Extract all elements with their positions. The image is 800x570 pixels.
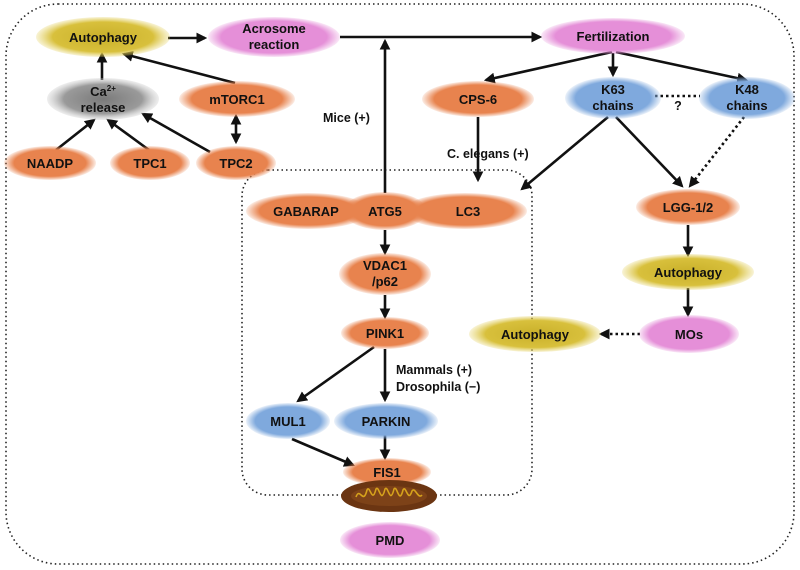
naadp-node	[4, 146, 96, 180]
k63-label-line1: K63	[601, 82, 625, 97]
mos-label: MOs	[675, 327, 703, 342]
vdac1-label-line1: VDAC1	[363, 258, 407, 273]
cps6-node	[422, 81, 534, 117]
mos-node	[639, 315, 739, 353]
lgg12-label: LGG-1/2	[663, 200, 714, 215]
vdac1-p62-node	[339, 253, 431, 295]
parkin-label: PARKIN	[362, 414, 411, 429]
autophagy-node-left	[469, 316, 601, 352]
lgg12-node	[636, 189, 740, 225]
atg5-node	[343, 192, 427, 230]
mammals-annotation: Mammals (+)	[396, 363, 472, 377]
gabarap-node	[246, 193, 370, 229]
ca-release-node	[47, 78, 159, 120]
mice-annotation: Mice (+)	[323, 111, 370, 125]
parkin-node	[334, 403, 438, 439]
k63-chains-node	[565, 77, 661, 119]
cps6-label: CPS-6	[459, 92, 497, 107]
fertilization-node	[541, 18, 685, 54]
pink1-label: PINK1	[366, 326, 404, 341]
edge-pink1-mul1	[296, 345, 375, 403]
k63-label-line2: chains	[592, 98, 633, 113]
edge-fert-k48	[615, 50, 749, 84]
acrosome-reaction-node	[208, 17, 340, 57]
pmd-node	[340, 522, 440, 558]
gabarap-label: GABARAP	[273, 204, 339, 219]
ca-release-label-line2: release	[81, 100, 126, 115]
question-mark: ?	[674, 99, 682, 113]
lc3-label: LC3	[456, 204, 481, 219]
tpc1-node	[110, 146, 190, 180]
drosophila-annotation: Drosophila (−)	[396, 380, 480, 394]
edge-mtorc1-autophagy	[121, 50, 236, 85]
edge-k63-lgg	[615, 116, 684, 188]
edge-k48-lgg-dotted	[688, 116, 746, 188]
mitochondrion-icon	[341, 480, 437, 512]
pmd-label: PMD	[376, 533, 405, 548]
edge-fert-cps6	[483, 50, 613, 84]
celegans-annotation: C. elegans (+)	[447, 147, 529, 161]
ca-superscript: 2+	[107, 84, 116, 93]
edge-naadp-ca	[55, 118, 96, 152]
mul1-label: MUL1	[270, 414, 305, 429]
lc3-node	[403, 193, 527, 229]
edge-tpc2-ca	[141, 112, 211, 154]
autophagy-label-left: Autophagy	[501, 327, 570, 342]
k48-label-line1: K48	[735, 82, 759, 97]
mtorc1-label: mTORC1	[209, 92, 264, 107]
vdac1-label-line2: /p62	[372, 274, 398, 289]
tpc2-node	[196, 146, 276, 180]
ca-release-label-line1: Ca2+	[90, 84, 116, 99]
autophagy-label-top: Autophagy	[69, 30, 138, 45]
edge-k63-lc3	[520, 116, 609, 191]
atg5-label: ATG5	[368, 204, 402, 219]
acrosome-label-line2: reaction	[249, 37, 300, 52]
outer-boundary	[5, 3, 795, 565]
fertilization-label: Fertilization	[577, 29, 650, 44]
autophagy-node-right	[622, 254, 754, 290]
edge-mul1-fis1	[291, 437, 356, 467]
acrosome-label-line1: Acrosome	[242, 21, 306, 36]
k48-label-line2: chains	[726, 98, 767, 113]
fis1-label: FIS1	[373, 465, 400, 480]
autophagy-label-right: Autophagy	[654, 265, 723, 280]
k48-chains-node	[699, 77, 795, 119]
ca-base: Ca	[90, 84, 107, 99]
mul1-node	[246, 403, 330, 439]
edges	[55, 31, 749, 467]
autophagy-node-top	[36, 17, 170, 57]
tpc2-label: TPC2	[219, 156, 252, 171]
naadp-label: NAADP	[27, 156, 74, 171]
tpc1-label: TPC1	[133, 156, 166, 171]
pink1-node	[341, 317, 429, 349]
mtorc1-node	[179, 81, 295, 117]
fis1-node	[343, 458, 431, 486]
edge-tpc1-ca	[106, 118, 150, 152]
